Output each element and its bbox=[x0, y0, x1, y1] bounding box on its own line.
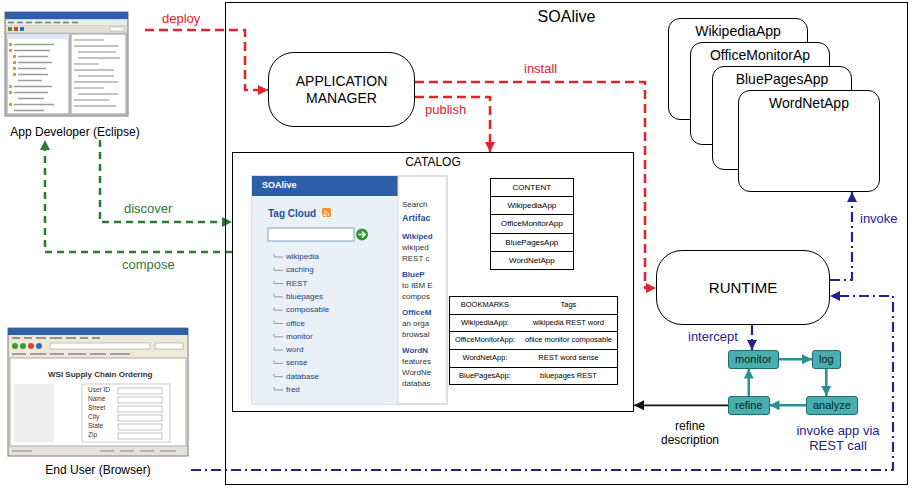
actor-caption: App Developer (Eclipse) bbox=[10, 126, 139, 140]
form-label: Zip bbox=[88, 431, 97, 438]
flow-connector bbox=[100, 140, 232, 222]
tag-link: office bbox=[286, 319, 305, 328]
browser-screenshot bbox=[8, 328, 188, 456]
table-cell: BluePagesApp bbox=[491, 234, 573, 252]
system-boundary: SOAlive APPLICATION MANAGER CATALOG CONTENT… bbox=[225, 2, 908, 485]
step-label: monitor bbox=[735, 353, 772, 366]
table-cell: WikipediaApp bbox=[491, 197, 573, 215]
table-cell: bluepages REST bbox=[520, 368, 617, 385]
app-label: BluePagesApp bbox=[713, 71, 851, 87]
cycle-step: log bbox=[812, 350, 841, 369]
manager-box: APPLICATION MANAGER bbox=[268, 52, 415, 127]
flow-connector bbox=[145, 30, 268, 90]
app-label: OfficeMonitorAp bbox=[691, 47, 829, 63]
form-label: State bbox=[88, 422, 103, 429]
box-label: RUNTIME bbox=[709, 279, 777, 296]
tag-link: database bbox=[286, 372, 319, 381]
flow-connector bbox=[45, 140, 232, 252]
result-text: Search bbox=[402, 200, 427, 209]
box-label: APPLICATION MANAGER bbox=[280, 73, 404, 105]
flow-connector bbox=[770, 404, 807, 407]
page-title: WSI Supply Chain Ordering bbox=[48, 370, 152, 379]
edge-label: discover bbox=[122, 202, 174, 217]
result-text: REST c bbox=[402, 254, 429, 263]
flow-connector bbox=[415, 82, 656, 288]
app-label: WikipediaApp bbox=[669, 23, 807, 39]
flow-connector bbox=[779, 358, 812, 361]
cycle-step: refine bbox=[728, 396, 770, 415]
step-label: log bbox=[819, 353, 834, 366]
form-label: City bbox=[88, 413, 99, 420]
result-text: compos bbox=[402, 292, 430, 301]
result-text: to IBM E bbox=[402, 281, 433, 290]
edge-label: deploy bbox=[160, 12, 202, 27]
content-table: CONTENTWikipediaAppOfficeMonitorAppBlueP… bbox=[490, 178, 574, 270]
tag-link: composable bbox=[286, 305, 329, 314]
edge-label: refine description bbox=[652, 420, 728, 448]
result-text: OfficeM bbox=[402, 308, 431, 317]
result-text: browsal bbox=[402, 330, 430, 339]
form-label: Street bbox=[88, 404, 105, 411]
table-cell: OfficeMonitorApp bbox=[491, 215, 573, 233]
catalog-screenshot bbox=[252, 176, 447, 404]
header-text: SOAlive bbox=[262, 180, 297, 190]
box-title: CATALOG bbox=[233, 156, 633, 170]
step-label: refine bbox=[735, 399, 763, 412]
flow-connector bbox=[825, 369, 828, 396]
table-cell: WikipediaApp: bbox=[450, 315, 520, 333]
result-text: wikiped bbox=[402, 243, 429, 252]
tag-link: sense bbox=[286, 358, 307, 367]
result-text: Wikiped bbox=[402, 232, 433, 241]
panel-heading: Tag Cloud bbox=[268, 208, 316, 220]
flow-connector bbox=[415, 97, 490, 152]
tag-link: wikipedia bbox=[286, 252, 319, 261]
tag-link: monitor bbox=[286, 332, 313, 341]
result-text: BlueP bbox=[402, 270, 425, 279]
table-cell: BOOKMARKS bbox=[450, 297, 520, 315]
table-cell: Tags bbox=[520, 297, 617, 315]
table-cell: WordNetApp bbox=[491, 252, 573, 269]
edge-label: intercept bbox=[686, 330, 740, 345]
bookmarks-table: BOOKMARKSTagsWikipediaApp:wikipedia REST… bbox=[449, 296, 618, 385]
table-cell: CONTENT bbox=[491, 179, 573, 197]
developer-actor: App Developer (Eclipse) bbox=[5, 12, 145, 140]
flow-connector bbox=[830, 192, 852, 280]
result-text: databas bbox=[402, 379, 430, 388]
result-text: an orga bbox=[402, 319, 429, 328]
table-cell: REST word sense bbox=[520, 350, 617, 368]
result-text: features bbox=[402, 357, 431, 366]
runtime-box: RUNTIME bbox=[656, 250, 830, 325]
flow-connector bbox=[748, 369, 751, 396]
eclipse-screenshot bbox=[5, 12, 128, 116]
table-cell: ofiice monitor composable bbox=[520, 332, 617, 350]
end-user-actor: End User (Browser) bbox=[5, 328, 191, 478]
edge-label: compose bbox=[120, 258, 177, 273]
edge-label: install bbox=[522, 62, 559, 77]
app-box: WordNetApp bbox=[738, 90, 880, 192]
cycle-step: analyze bbox=[806, 396, 858, 415]
tag-link: word bbox=[286, 345, 303, 354]
table-cell: OfficeMonitorApp: bbox=[450, 332, 520, 350]
actor-caption: End User (Browser) bbox=[45, 464, 150, 478]
table-cell: WordNetApp: bbox=[450, 350, 520, 368]
step-label: analyze bbox=[813, 399, 851, 412]
flow-connector bbox=[751, 325, 753, 350]
form-label: Name bbox=[88, 395, 105, 402]
tag-link: bluepages bbox=[286, 292, 323, 301]
tag-link: fred bbox=[286, 385, 300, 394]
edge-label: publish bbox=[423, 103, 468, 118]
tag-link: caching bbox=[286, 265, 314, 274]
table-cell: wikipedia REST word bbox=[520, 315, 617, 333]
cycle-step: monitor bbox=[728, 350, 779, 369]
edge-label: invoke bbox=[858, 212, 900, 227]
table-cell: BluePagesApp: bbox=[450, 368, 520, 385]
edge-label: invoke app via REST call bbox=[788, 424, 888, 454]
result-text: WordNe bbox=[402, 368, 431, 377]
flow-connector bbox=[634, 404, 728, 406]
result-text: WordN bbox=[402, 346, 428, 355]
tag-link: REST bbox=[286, 279, 307, 288]
form-label: User ID bbox=[88, 386, 110, 393]
result-text: Artifac bbox=[402, 213, 431, 223]
app-label: WordNetApp bbox=[739, 95, 879, 111]
